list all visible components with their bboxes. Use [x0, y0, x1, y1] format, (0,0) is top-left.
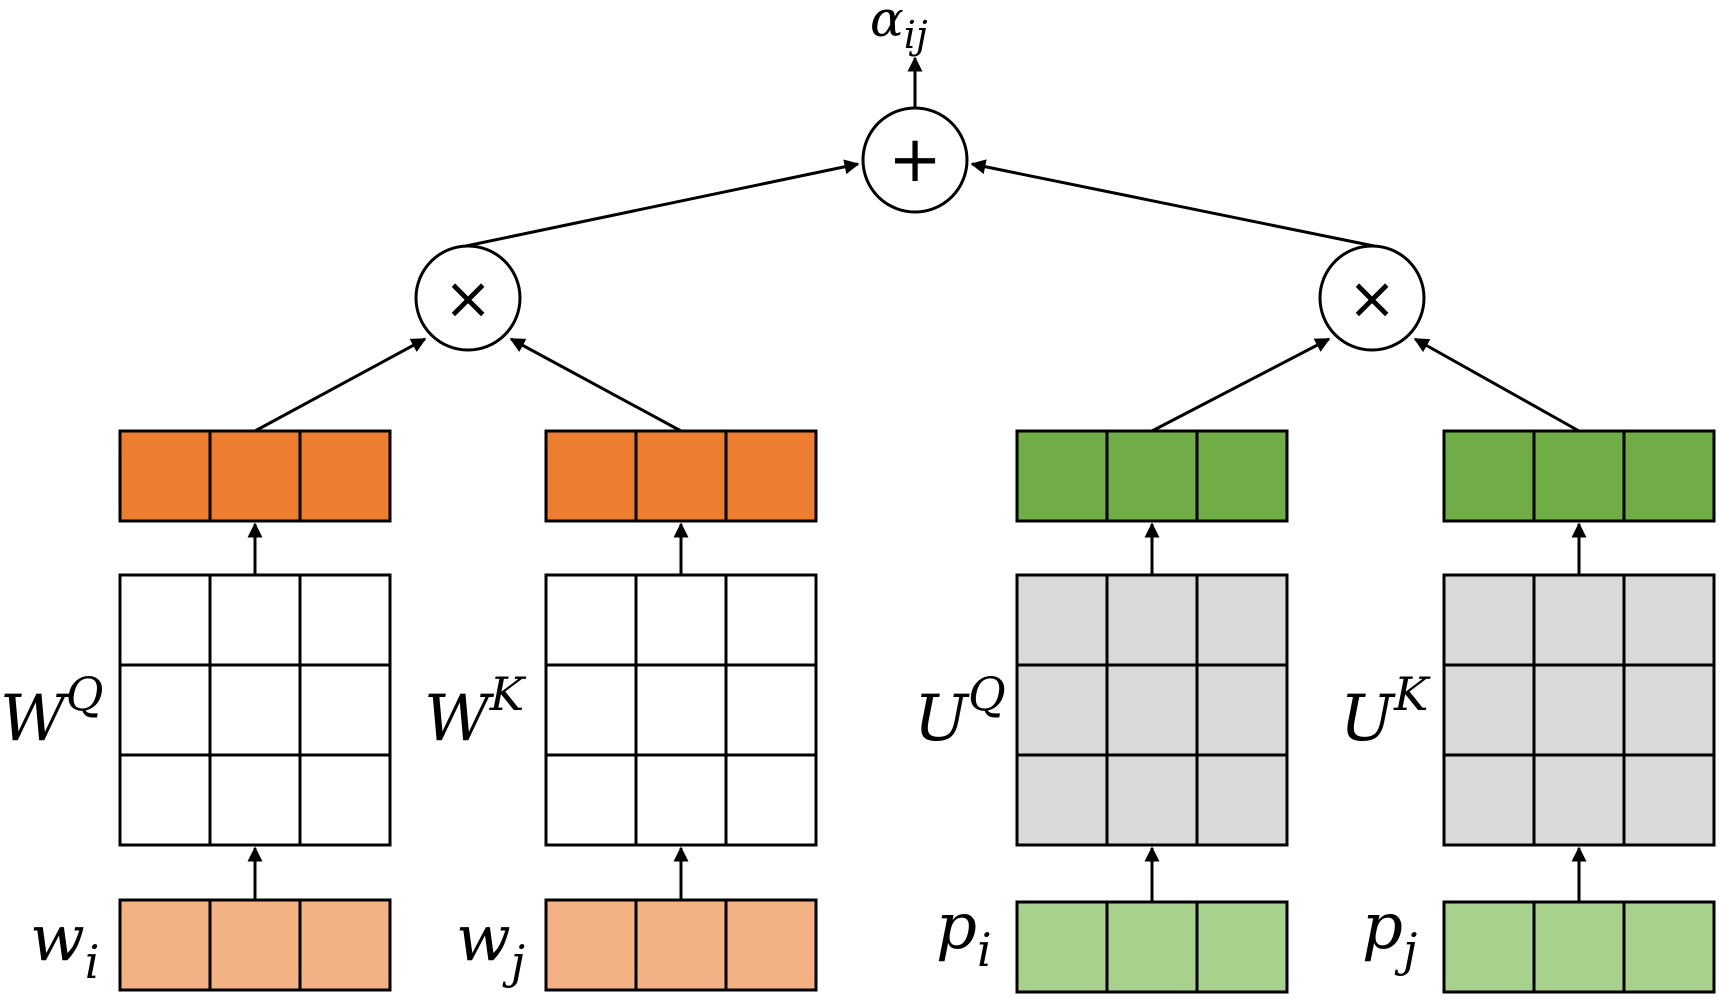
projection-vector-key-position: [1442, 429, 1716, 523]
matrix-label-superscript: K: [1393, 667, 1431, 721]
input-label-base: w: [30, 902, 85, 976]
input-label-subscript: i: [85, 935, 100, 989]
output-label: αij: [870, 0, 928, 57]
projection-vector-query-word: [118, 429, 392, 523]
matrix-label-superscript: K: [489, 667, 527, 721]
input-vector-position-i: [1015, 900, 1289, 994]
output-subscript: ij: [904, 13, 928, 57]
output-base: α: [870, 0, 904, 48]
input-vector-position-j: [1442, 900, 1716, 994]
arrow-query-position-to-mult: [1151, 337, 1331, 433]
mult-symbol-position: ×: [1348, 264, 1397, 332]
input-label-subscript: i: [977, 923, 992, 977]
column-query-position: UQ pi: [914, 429, 1289, 994]
mult-symbol-word: ×: [444, 264, 493, 332]
matrix-label-base: U: [914, 682, 970, 756]
arrow-mult-position-to-sum: [970, 159, 1375, 248]
sum-symbol: +: [888, 123, 942, 197]
arrow-query-word-to-mult: [254, 337, 427, 433]
arrow-key-word-to-mult: [509, 337, 682, 433]
input-label: pj: [1362, 890, 1417, 977]
column-query-word: WQ wi: [0, 429, 392, 992]
weight-matrix-query-position: [1015, 573, 1289, 847]
weight-matrix-key-position: [1442, 573, 1716, 847]
matrix-label-base: W: [0, 682, 71, 756]
projection-vector-key-word: [544, 429, 818, 523]
input-label-base: p: [936, 890, 977, 964]
input-label-base: p: [1362, 890, 1403, 964]
projection-vector-query-position: [1015, 429, 1289, 523]
input-label-base: w: [456, 902, 511, 976]
matrix-label: WK: [424, 667, 527, 756]
matrix-label: UK: [1340, 667, 1431, 756]
matrix-label-superscript: Q: [66, 667, 104, 721]
column-key-word: WK wj: [424, 429, 818, 992]
matrix-label: UQ: [914, 667, 1006, 756]
matrix-label-base: U: [1340, 682, 1396, 756]
matrix-label-superscript: Q: [968, 667, 1006, 721]
matrix-label-base: W: [424, 682, 495, 756]
input-vector-word-i: [118, 898, 392, 992]
weight-matrix-key-word: [544, 573, 818, 847]
matrix-label: WQ: [0, 667, 104, 756]
input-label: wj: [456, 902, 525, 989]
weight-matrix-query-word: [118, 573, 392, 847]
arrow-key-position-to-mult: [1413, 337, 1580, 433]
input-vector-word-j: [544, 898, 818, 992]
column-key-position: UK pj: [1340, 429, 1716, 994]
input-label: wi: [30, 902, 100, 989]
input-label: pi: [936, 890, 992, 977]
arrow-mult-word-to-sum: [465, 159, 860, 248]
sum-node: [861, 106, 969, 214]
